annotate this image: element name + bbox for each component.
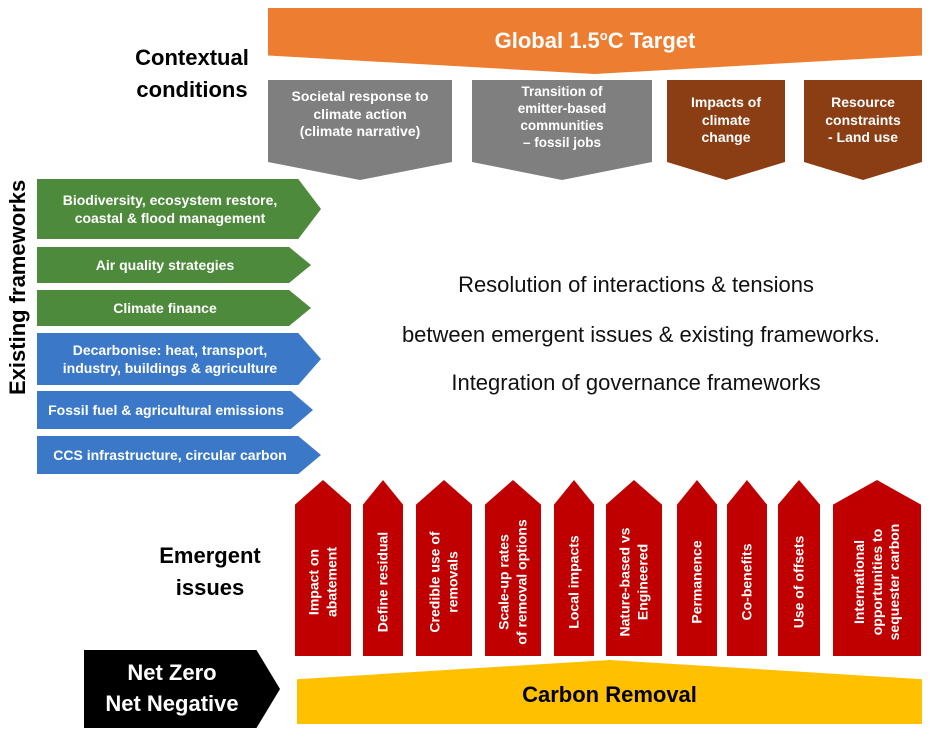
emergent-use-offsets: Use of offsets: [778, 480, 820, 656]
emergent-line: Local impacts: [565, 535, 582, 629]
context-line: – fossil jobs: [522, 134, 602, 150]
context-line: Resource: [831, 94, 895, 110]
emergent-line: abatement: [323, 547, 339, 618]
emergent-line: Engineered: [634, 543, 650, 621]
emergent-define-residual: Define residual: [363, 480, 403, 656]
resolution-line-3: Integration of governance frameworks: [451, 370, 821, 395]
context-line: (climate narrative): [299, 123, 421, 139]
context-societal-response: Societal response to climate action (cli…: [268, 80, 452, 180]
context-line: Impacts of: [690, 94, 761, 110]
emergent-line: Use of offsets: [790, 535, 807, 629]
emergent-heading-line: issues: [175, 574, 245, 600]
framework-biodiversity: Biodiversity, ecosystem restore, coastal…: [37, 179, 321, 239]
contextual-heading-line: Contextual: [135, 45, 249, 70]
emergent-co-benefits: Co-benefits: [727, 480, 767, 656]
net-zero-arrow: Net Zero Net Negative: [84, 650, 280, 728]
emergent-line: International: [850, 540, 867, 625]
context-transition-communities: Transition of emitter-based communities …: [472, 80, 652, 180]
emergent-line: Permanence: [688, 540, 705, 624]
emergent-line: of removal options: [513, 519, 529, 645]
context-line: climate action: [313, 105, 407, 122]
contextual-heading-line: conditions: [136, 76, 248, 102]
emergent-line: Scale-up rates: [495, 534, 512, 630]
emergent-line: removals: [444, 551, 460, 613]
context-line: Transition of: [521, 84, 603, 99]
framework-line: Climate finance: [113, 299, 217, 316]
framework-line: coastal & flood management: [74, 210, 266, 226]
context-line: change: [701, 129, 751, 145]
context-line: climate: [701, 111, 751, 128]
framework-line: Biodiversity, ecosystem restore,: [62, 191, 278, 208]
emergent-line: Nature-based vs: [616, 527, 633, 637]
framework-climate-finance: Climate finance: [37, 290, 311, 326]
carbon-removal-base: Carbon Removal: [297, 660, 922, 724]
emergent-line: Define residual: [374, 531, 391, 633]
emergent-heading: Emergent issues: [150, 540, 270, 604]
framework-ccs: CCS infrastructure, circular carbon: [37, 436, 321, 474]
context-line: communities: [520, 117, 604, 133]
net-zero-line: Net Zero: [127, 660, 217, 686]
existing-frameworks-heading: Existing frameworks: [5, 179, 30, 395]
resolution-line-1: Resolution of interactions & tensions: [458, 272, 814, 297]
context-line: Societal response to: [291, 88, 429, 104]
framework-line: Fossil fuel & agricultural emissions: [48, 401, 284, 418]
context-impacts-climate: Impacts of climate change: [667, 80, 785, 180]
emergent-line: sequester carbon: [885, 523, 902, 641]
emergent-heading-line: Emergent: [159, 543, 261, 568]
context-line: - Land use: [827, 129, 898, 145]
target-degree-sup: o: [599, 28, 608, 43]
context-line: constraints: [825, 111, 901, 128]
contextual-heading: Contextual conditions: [122, 42, 262, 106]
net-negative-line: Net Negative: [105, 691, 239, 716]
emergent-line: Co-benefits: [738, 543, 755, 621]
carbon-removal-label: Carbon Removal: [522, 682, 697, 707]
context-resource-constraints: Resource constraints - Land use: [804, 80, 922, 180]
emergent-permanence: Permanence: [677, 480, 717, 656]
target-prefix: Global 1.5: [494, 28, 600, 53]
target-suffix: C Target: [607, 28, 696, 53]
framework-line: industry, buildings & agriculture: [62, 360, 278, 376]
resolution-line-2: between emergent issues & existing frame…: [401, 322, 881, 347]
emergent-line: Impact on: [305, 549, 322, 616]
emergent-line: Credible use of: [426, 531, 443, 633]
context-line: emitter-based: [517, 100, 607, 116]
framework-line: Air quality strategies: [95, 256, 235, 273]
framework-fossil-fuel: Fossil fuel & agricultural emissions: [37, 391, 313, 429]
emergent-line: opportunities to: [868, 528, 885, 636]
emergent-local-impacts: Local impacts: [554, 480, 594, 656]
framework-line: Decarbonise: heat, transport,: [72, 341, 268, 358]
framework-line: CCS infrastructure, circular carbon: [53, 446, 287, 463]
framework-air-quality: Air quality strategies: [37, 247, 311, 283]
framework-decarbonise: Decarbonise: heat, transport, industry, …: [37, 333, 321, 385]
